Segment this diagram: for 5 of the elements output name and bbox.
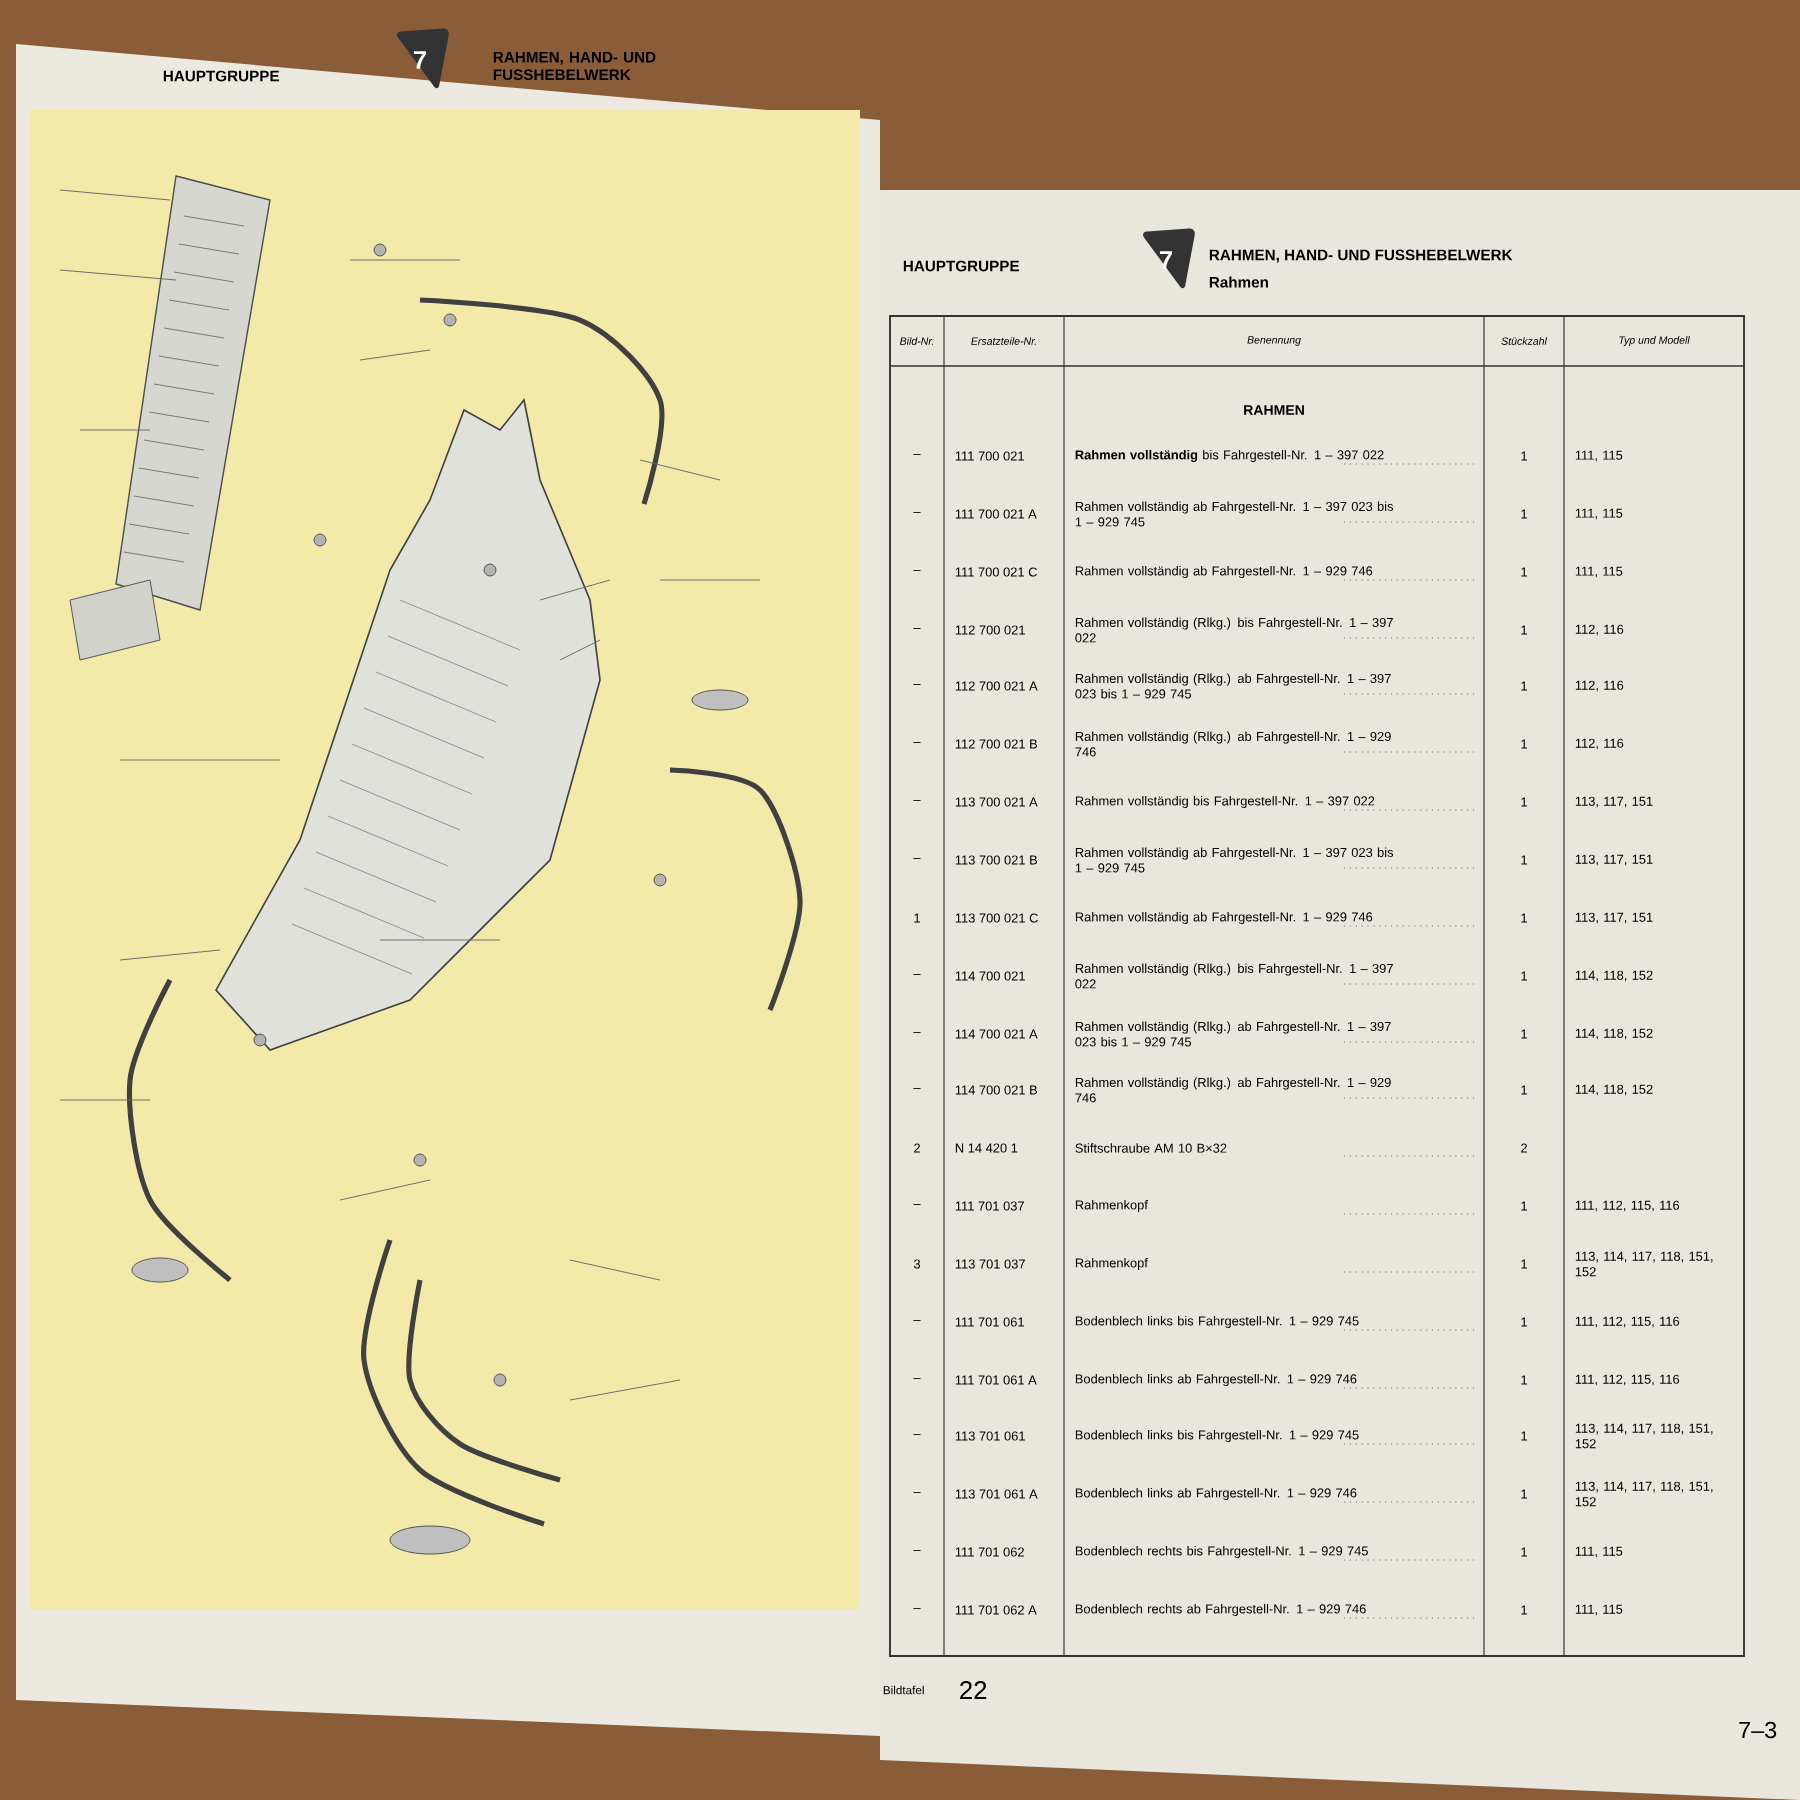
- exploded-drawing: [59, 175, 803, 1555]
- group-number-badge: 7: [397, 28, 449, 89]
- plate-number: 22: [960, 1681, 987, 1699]
- page-number: 7–3: [1739, 1721, 1777, 1739]
- group-number-badge: 7: [1143, 228, 1195, 289]
